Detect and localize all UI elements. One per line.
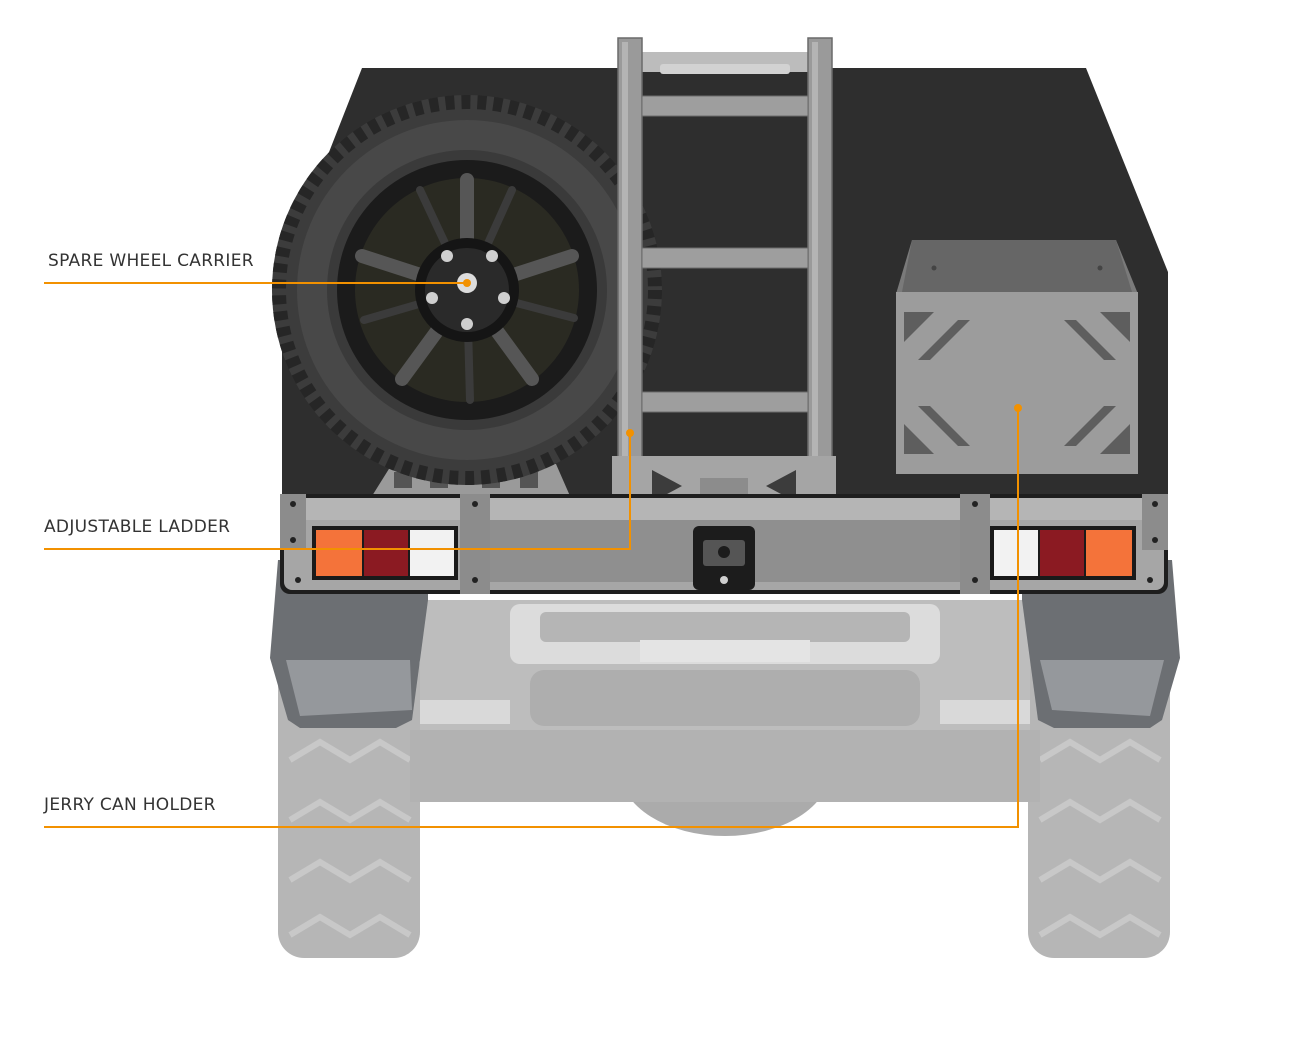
callout-label-jerry-can-holder: JERRY CAN HOLDER	[43, 795, 216, 815]
callouts: SPARE WHEEL CARRIER ADJUSTABLE LADDER JE…	[43, 251, 1022, 828]
leader-line-adjustable-ladder	[44, 433, 631, 550]
callout-jerry-can-holder: JERRY CAN HOLDER	[43, 404, 1022, 828]
left-tail-lamps	[312, 526, 458, 580]
rear-axle	[410, 730, 1040, 802]
right-tail-lamps	[990, 526, 1136, 580]
callout-spare-wheel-carrier: SPARE WHEEL CARRIER	[44, 251, 471, 287]
chassis-ghost	[278, 600, 1170, 958]
callout-label-spare-wheel-carrier: SPARE WHEEL CARRIER	[48, 251, 254, 271]
jerry-can-holder-graphic	[896, 240, 1138, 474]
callout-dot-adjustable-ladder	[626, 429, 634, 437]
leader-line-jerry-can-holder	[44, 408, 1019, 828]
callout-dot-spare-wheel-carrier	[463, 279, 471, 287]
callout-adjustable-ladder: ADJUSTABLE LADDER	[44, 429, 634, 550]
callout-label-adjustable-ladder: ADJUSTABLE LADDER	[44, 517, 230, 537]
callout-dot-jerry-can-holder	[1014, 404, 1022, 412]
rear-bumper	[280, 494, 1168, 594]
spare-wheel	[272, 95, 662, 496]
